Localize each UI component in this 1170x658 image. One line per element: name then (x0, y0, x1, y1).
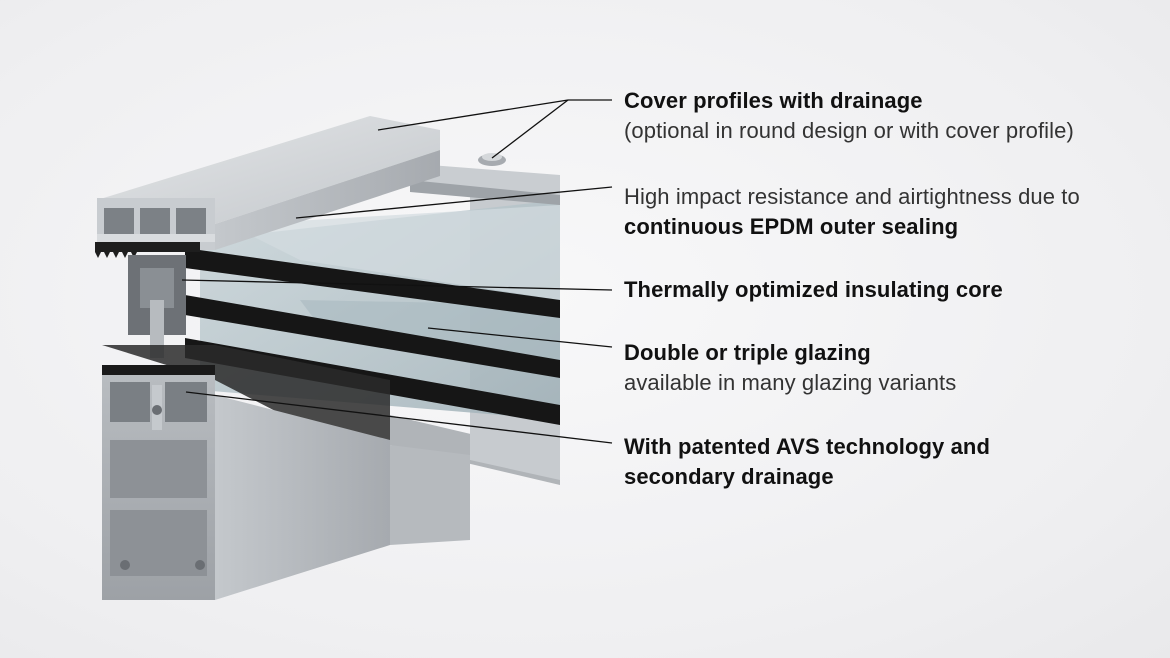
leader-line-epdm (295, 186, 613, 219)
callout-glazing-subtitle: available in many glazing variants (624, 370, 957, 395)
callout-cover-subtitle: (optional in round design or with cover … (624, 118, 1074, 143)
base-profile (102, 345, 470, 600)
leader-line-glazing (427, 327, 613, 348)
callout-core-title: Thermally optimized insulating core (624, 277, 1003, 302)
callout-avs-line1: With patented AVS technology and (624, 434, 991, 459)
callout-epdm-sealing: High impact resistance and airtightness … (624, 182, 1080, 242)
callout-avs-technology: With patented AVS technology and seconda… (624, 432, 990, 492)
pressure-plate (410, 153, 560, 205)
callout-cover-profiles: Cover profiles with drainage (optional i… (624, 86, 1074, 146)
leader-line-cover-a (377, 99, 569, 131)
insulating-core (128, 255, 186, 358)
callout-glazing: Double or triple glazing available in ma… (624, 338, 956, 398)
callout-epdm-line1: High impact resistance and airtightness … (624, 184, 1080, 209)
callout-epdm-line2: continuous EPDM outer sealing (624, 214, 959, 239)
cover-profile (97, 116, 440, 250)
leader-line-core (181, 279, 613, 291)
callout-avs-line2: secondary drainage (624, 464, 834, 489)
callout-insulating-core: Thermally optimized insulating core (624, 275, 1003, 305)
leader-lines (181, 99, 613, 444)
callout-glazing-title: Double or triple glazing (624, 340, 871, 365)
leader-line-cover-b (491, 99, 569, 159)
epdm-outer-seal (95, 242, 200, 258)
callout-cover-title: Cover profiles with drainage (624, 88, 923, 113)
leader-line-avs (185, 391, 613, 444)
